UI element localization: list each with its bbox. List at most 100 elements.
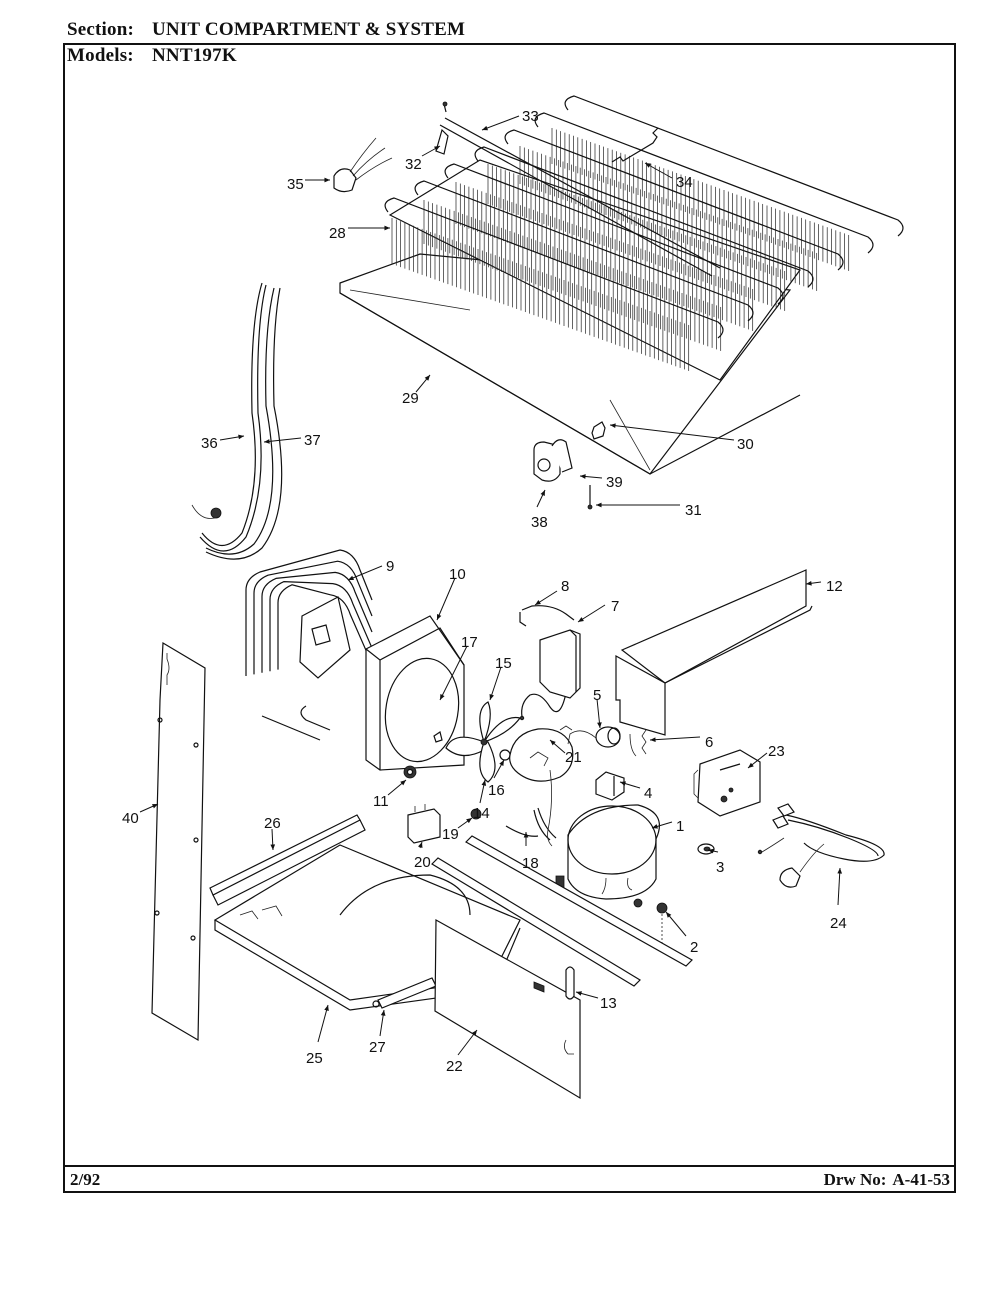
callout-35: 35 xyxy=(287,176,304,193)
callout-3: 3 xyxy=(716,859,724,876)
arrowhead-icon xyxy=(324,1005,329,1011)
callout-13: 13 xyxy=(600,995,617,1012)
callout-27: 27 xyxy=(369,1039,386,1056)
callout-4: 4 xyxy=(644,785,652,802)
arrowhead-icon xyxy=(650,737,656,743)
leader-line-6 xyxy=(649,736,701,741)
relay-part xyxy=(595,771,625,801)
wire-clip-part xyxy=(611,127,659,163)
callout-22: 22 xyxy=(446,1058,463,1075)
callout-18: 18 xyxy=(522,855,539,872)
defrost-thermostat-part xyxy=(333,137,393,193)
callout-24: 24 xyxy=(830,915,847,932)
footer-divider xyxy=(63,1165,956,1167)
arrowhead-icon xyxy=(152,804,158,809)
arrowhead-icon xyxy=(576,991,582,996)
callout-16: 16 xyxy=(488,782,505,799)
callout-33: 33 xyxy=(522,108,539,125)
grommet-19-part xyxy=(470,808,482,820)
callout-29: 29 xyxy=(402,390,419,407)
callout-31: 31 xyxy=(685,502,702,519)
callout-1: 1 xyxy=(676,818,684,835)
arrowhead-icon xyxy=(540,490,545,496)
arrowhead-icon xyxy=(645,163,651,168)
arrowhead-icon xyxy=(806,580,812,586)
callout-8: 8 xyxy=(561,578,569,595)
leader-line-33 xyxy=(481,115,520,131)
grommet-11-part xyxy=(403,765,417,779)
arrowhead-icon xyxy=(348,575,354,581)
compressor-grommet-part xyxy=(656,902,668,945)
leader-lines xyxy=(139,115,843,1056)
arrowhead-icon xyxy=(384,225,390,231)
arrowhead-icon xyxy=(400,780,406,786)
leader-line-10 xyxy=(436,577,456,621)
callout-11: 11 xyxy=(373,793,389,810)
arrowhead-icon xyxy=(238,434,244,440)
leader-line-9 xyxy=(347,565,383,581)
callout-25: 25 xyxy=(306,1050,323,1067)
arrowhead-icon xyxy=(597,722,602,728)
callout-38: 38 xyxy=(531,514,548,531)
callout-20: 20 xyxy=(414,854,431,871)
arrowhead-icon xyxy=(440,694,445,700)
wire-lead-part xyxy=(519,605,575,627)
callout-36: 36 xyxy=(201,435,218,452)
arrowhead-icon xyxy=(535,600,541,605)
callout-14: 14 xyxy=(473,805,490,822)
heater-bracket-part xyxy=(435,128,449,155)
callout-9: 9 xyxy=(386,558,394,575)
cover-clip-part xyxy=(565,966,575,1000)
arrowhead-icon xyxy=(324,177,330,183)
callout-10: 10 xyxy=(449,566,466,583)
fan-blade-part xyxy=(445,701,522,783)
drain-hose-part xyxy=(205,287,283,560)
arrowhead-icon xyxy=(620,781,626,786)
arrowhead-icon xyxy=(748,762,754,768)
tray-screw-part xyxy=(587,485,593,510)
callout-30: 30 xyxy=(737,436,754,453)
callout-23: 23 xyxy=(768,743,785,760)
section-title: UNIT COMPARTMENT & SYSTEM xyxy=(152,19,466,40)
callout-39: 39 xyxy=(606,474,623,491)
arrowhead-icon xyxy=(708,848,714,854)
arrowhead-icon xyxy=(523,832,529,838)
callout-37: 37 xyxy=(304,432,321,449)
arrowhead-icon xyxy=(837,868,843,874)
callout-2: 2 xyxy=(690,939,698,956)
model-number: NNT197K xyxy=(152,45,237,66)
arrowhead-icon xyxy=(418,842,423,848)
arrowhead-icon xyxy=(580,474,586,479)
arrowhead-icon xyxy=(434,146,440,151)
capacitor-part xyxy=(407,804,441,844)
callout-21: 21 xyxy=(565,749,582,766)
arrowhead-icon xyxy=(489,694,494,700)
pan-bracket-part xyxy=(209,814,366,906)
arrowhead-icon xyxy=(652,824,658,829)
bracket-part xyxy=(539,629,581,699)
arrowhead-icon xyxy=(499,760,504,766)
callout-15: 15 xyxy=(495,655,512,672)
drawing-frame xyxy=(63,43,956,1193)
arrowhead-icon xyxy=(466,818,472,824)
callout-12: 12 xyxy=(826,578,843,595)
arrowhead-icon xyxy=(550,740,556,746)
arrowhead-icon xyxy=(424,375,430,381)
motor-bracket-part xyxy=(505,807,557,841)
arrowhead-icon xyxy=(380,1010,386,1016)
tray-clip-part xyxy=(591,421,606,440)
leader-line-30 xyxy=(609,424,735,441)
clip-3-part xyxy=(697,843,715,855)
baffle-part xyxy=(615,569,813,736)
drawing-number: Drw No:A-41-53 xyxy=(824,1170,950,1190)
power-cord-harness-part xyxy=(757,803,885,888)
arrowhead-icon xyxy=(437,614,442,620)
section-label: Section: xyxy=(67,19,135,40)
callout-19: 19 xyxy=(442,826,459,843)
arrowhead-icon xyxy=(666,912,672,918)
arrowhead-icon xyxy=(270,844,276,850)
leader-line-24 xyxy=(837,867,841,906)
drain-tube-part xyxy=(191,282,267,552)
